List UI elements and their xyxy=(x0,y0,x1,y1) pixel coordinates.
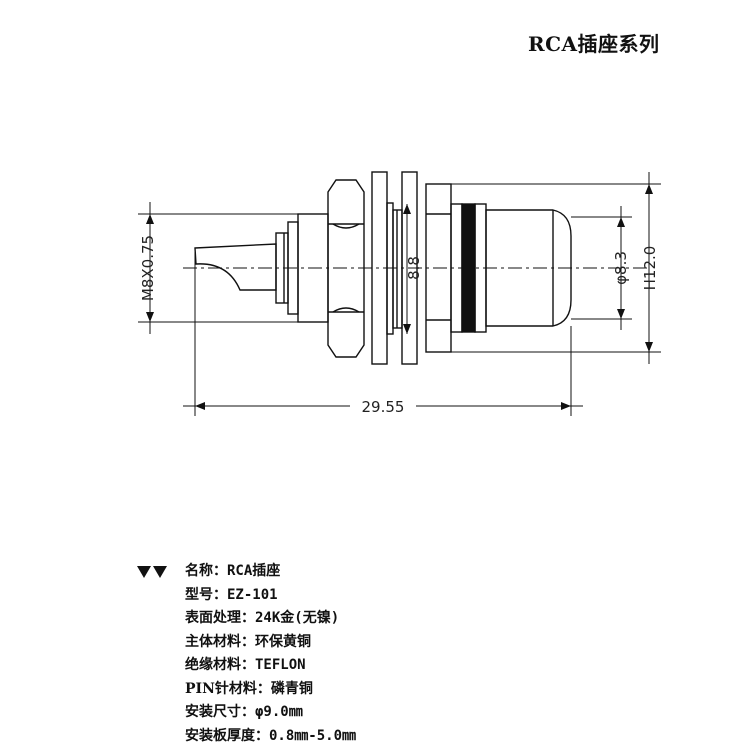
spec-label: 名称： xyxy=(185,563,227,579)
spec-row: 绝缘材料：TEFLON xyxy=(135,654,356,678)
spec-label: PIN针材料： xyxy=(185,680,271,697)
spec-label: 型号： xyxy=(185,586,227,603)
spec-label: 安装板厚度： xyxy=(185,727,269,744)
spec-value: RCA插座 xyxy=(227,563,281,579)
spec-row: 表面处理：24K金(无镍) xyxy=(135,607,356,631)
spec-label: 表面处理： xyxy=(185,610,255,626)
socket-body xyxy=(485,209,572,327)
dim-thread: M8X0.75 xyxy=(139,235,157,301)
spec-row: 安装板厚度：0.8㎜-5.0㎜ xyxy=(135,725,356,749)
spec-list: 名称：RCA插座 型号：EZ-101 表面处理：24K金(无镍) 主体材料：环保… xyxy=(135,560,356,748)
spec-row: 名称：RCA插座 xyxy=(135,560,356,584)
spec-label: 绝缘材料： xyxy=(185,657,255,673)
dim-hex: 8.8 xyxy=(405,256,423,280)
triangle-marker-icon xyxy=(137,566,167,578)
hex-nut xyxy=(327,179,365,358)
dim-length: 29.55 xyxy=(362,398,405,416)
spec-row: 型号：EZ-101 xyxy=(135,584,356,608)
spec-label: 主体材料： xyxy=(185,633,255,650)
spec-value: EZ-101 xyxy=(227,586,278,603)
spec-value: φ9.0㎜ xyxy=(255,704,303,720)
dim-height: H12.0 xyxy=(641,246,659,291)
spec-row: 主体材料：环保黄铜 xyxy=(135,631,356,655)
dim-inner-diameter: φ8.3 xyxy=(612,251,630,285)
rear-terminal xyxy=(194,243,277,291)
spec-value: 磷青铜 xyxy=(270,680,313,697)
spec-value: 环保黄铜 xyxy=(255,633,311,650)
spec-label: 安装尺寸： xyxy=(185,704,255,720)
page-title: RCA插座系列 xyxy=(528,32,660,56)
spec-value: 0.8㎜-5.0㎜ xyxy=(269,727,357,744)
spec-value: 24K金(无镍) xyxy=(255,610,340,626)
spec-value: TEFLON xyxy=(255,657,306,673)
spec-row: PIN针材料：磷青铜 xyxy=(135,678,356,702)
spec-row: 安装尺寸：φ9.0㎜ xyxy=(135,701,356,725)
